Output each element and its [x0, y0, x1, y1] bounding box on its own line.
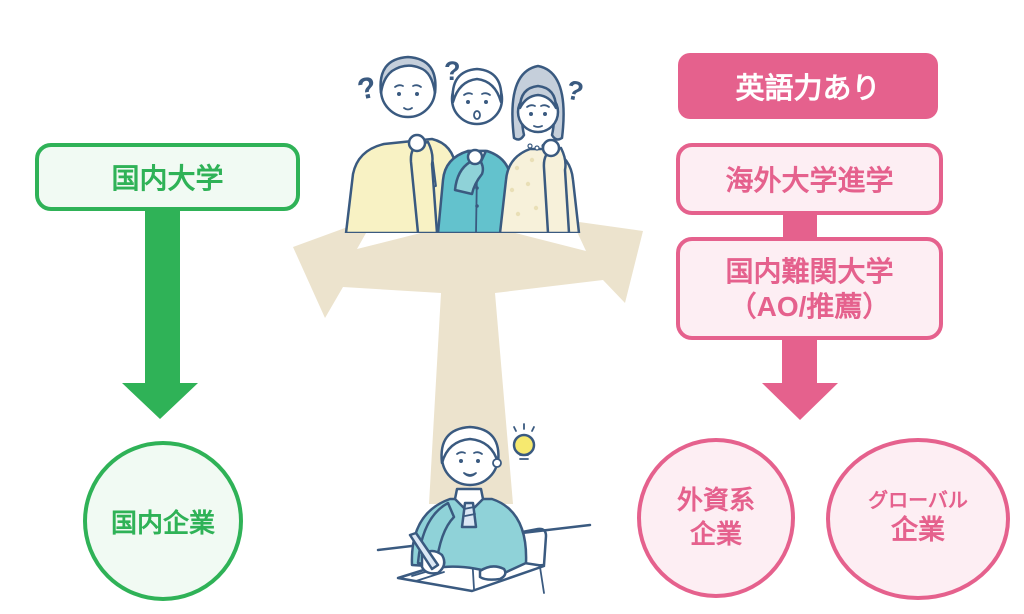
pink-down-arrow — [762, 338, 838, 420]
lightbulb-icon — [512, 423, 536, 460]
pen — [408, 531, 440, 571]
father-figure — [344, 55, 463, 233]
top-domestic-university-box: 国内難関大学 （AO/推薦） — [676, 237, 943, 340]
domestic-university-label: 国内大学 — [111, 163, 224, 194]
top-domestic-university-line1: 国内難関大学 — [725, 255, 894, 287]
foreign-company-circle: 外資系 企業 — [637, 438, 795, 598]
foreign-company-line1: 外資系 — [676, 485, 755, 516]
top-domestic-university-line2: （AO/推薦） — [728, 290, 891, 322]
global-company-line2: 企業 — [891, 515, 945, 546]
english-ability-label: 英語力あり — [735, 73, 881, 105]
overseas-university-label: 海外大学進学 — [725, 165, 894, 196]
global-company-line1: グローバル — [868, 490, 968, 513]
domestic-university-box: 国内大学 — [35, 143, 300, 211]
student-body — [408, 487, 528, 581]
student-figure — [436, 67, 518, 233]
studying-student-illustration — [376, 423, 592, 594]
domestic-company-label: 国内企業 — [110, 507, 215, 538]
student-head — [440, 425, 502, 487]
question-mark-icon: ? — [355, 71, 380, 107]
english-ability-header: 英語力あり — [678, 53, 938, 119]
green-down-arrow — [122, 209, 198, 419]
thinking-family-illustration: ? ? ? — [344, 55, 586, 233]
overseas-university-box: 海外大学進学 — [676, 143, 943, 215]
mother-figure — [498, 64, 581, 233]
global-company-circle: グローバル 企業 — [826, 438, 1010, 600]
question-mark-icon: ? — [564, 75, 586, 108]
foreign-company-line2: 企業 — [689, 519, 742, 549]
question-mark-icon: ? — [444, 56, 461, 86]
domestic-company-circle: 国内企業 — [83, 441, 243, 601]
pink-connector — [783, 212, 817, 240]
